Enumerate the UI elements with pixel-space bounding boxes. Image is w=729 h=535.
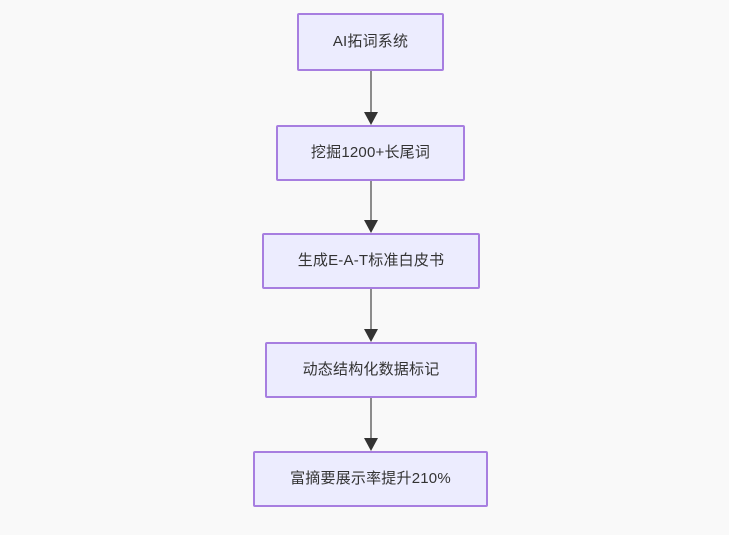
flow-node-mine-longtail-keywords[interactable]: 挖掘1200+长尾词: [276, 125, 465, 181]
flow-node-label: 富摘要展示率提升210%: [290, 470, 451, 487]
arrowhead-icon: [364, 329, 378, 342]
flow-node-dynamic-structured-data-markup[interactable]: 动态结构化数据标记: [265, 342, 477, 398]
flow-node-label: 生成E-A-T标准白皮书: [297, 252, 445, 269]
flow-edge-n1-n2: [359, 71, 383, 125]
flow-node-generate-eat-whitepaper[interactable]: 生成E-A-T标准白皮书: [262, 233, 480, 289]
flow-node-rich-snippet-uplift[interactable]: 富摘要展示率提升210%: [253, 451, 488, 507]
arrowhead-icon: [364, 438, 378, 451]
flow-node-ai-keyword-system[interactable]: AI拓词系统: [297, 13, 444, 71]
flow-edge-n4-n5: [359, 398, 383, 451]
flow-node-label: 动态结构化数据标记: [302, 361, 440, 378]
flow-node-label: 挖掘1200+长尾词: [310, 144, 431, 161]
arrowhead-icon: [364, 112, 378, 125]
flow-edge-n2-n3: [359, 181, 383, 233]
flow-edge-n3-n4: [359, 289, 383, 342]
arrowhead-icon: [364, 220, 378, 233]
flow-node-label: AI拓词系统: [332, 33, 409, 50]
